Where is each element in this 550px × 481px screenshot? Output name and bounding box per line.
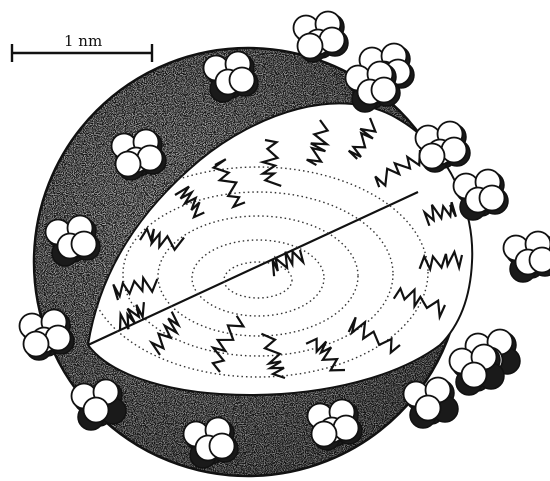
headgroup [46,216,101,267]
headgroup [450,345,505,396]
headgroup [112,130,167,181]
headgroup [184,418,239,469]
headgroup [308,400,363,451]
headgroup [294,12,349,63]
headgroup [504,232,550,283]
headgroup [346,62,401,113]
scale-bar-label: 1 nm [64,32,102,50]
headgroup [454,170,509,221]
headgroup [404,378,459,429]
headgroup [204,52,259,103]
headgroup [416,122,471,173]
headgroup [72,380,127,431]
scale-bar: 1 nm [12,32,152,62]
headgroup [20,310,75,361]
